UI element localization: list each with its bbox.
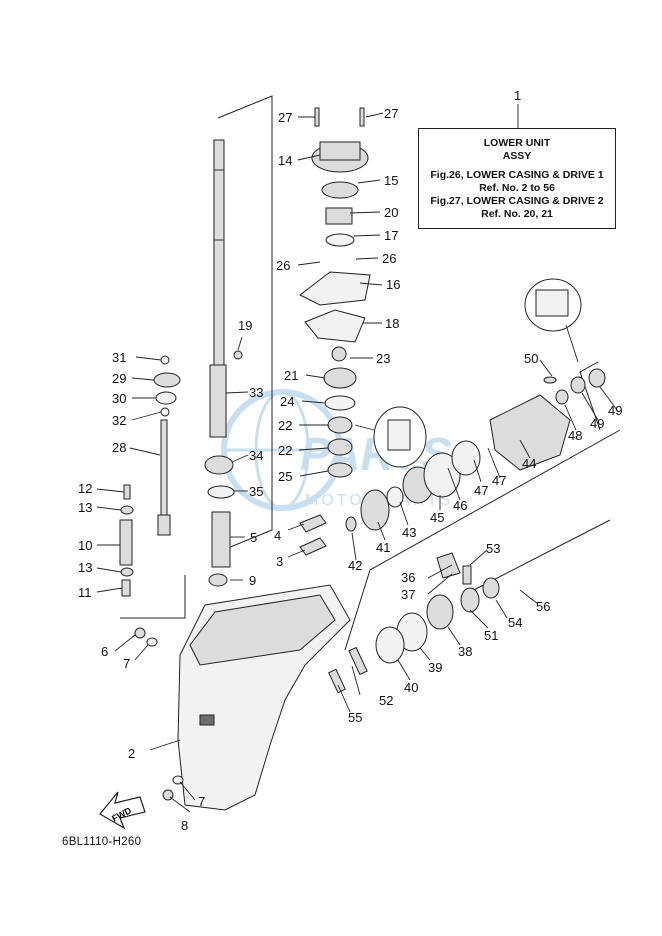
propeller-shaft-gears xyxy=(328,368,611,694)
callout-10: 10 xyxy=(78,538,92,553)
callout-19: 19 xyxy=(238,318,252,333)
lower-casing xyxy=(177,584,351,811)
callout-38: 38 xyxy=(458,644,472,659)
callout-28: 28 xyxy=(112,440,126,455)
callout-22b: 22 xyxy=(278,443,292,458)
frame-line-rod xyxy=(120,575,186,619)
callout-41: 41 xyxy=(376,540,390,555)
callout-6: 6 xyxy=(101,644,108,659)
callout-33: 33 xyxy=(249,385,263,400)
callout-5: 5 xyxy=(250,530,257,545)
water-pump-housing xyxy=(299,107,371,478)
drive-shaft xyxy=(209,139,227,438)
bottom-bolts xyxy=(134,627,184,801)
info-ref1-nums: Ref. No. 2 to 56 xyxy=(479,182,555,194)
callout-4: 4 xyxy=(274,528,281,543)
detail-bubble-gear xyxy=(354,406,427,468)
callout-25: 25 xyxy=(278,469,292,484)
callout-53: 53 xyxy=(486,541,500,556)
callout-20: 20 xyxy=(384,205,398,220)
detail-bubble-housing xyxy=(524,278,582,363)
callout-52: 52 xyxy=(379,693,393,708)
frame-line-propshaft xyxy=(344,429,621,651)
callout-leaders xyxy=(96,104,618,813)
frame-line-housing xyxy=(579,361,601,431)
callout-50: 50 xyxy=(524,351,538,366)
info-title-line1: LOWER UNIT xyxy=(483,137,551,149)
info-ref2-nums: Ref. No. 20, 21 xyxy=(481,208,553,220)
callout-43: 43 xyxy=(402,525,416,540)
fwd-arrow-icon: FWD xyxy=(99,791,146,830)
callout-49b: 49 xyxy=(608,403,622,418)
callout-30: 30 xyxy=(112,391,126,406)
callout-27b: 27 xyxy=(384,106,398,121)
callout-17: 17 xyxy=(384,228,398,243)
callout-8: 8 xyxy=(181,818,188,833)
callout-32: 32 xyxy=(112,413,126,428)
callout-18: 18 xyxy=(385,316,399,331)
callout-36: 36 xyxy=(401,570,415,585)
callout-12: 12 xyxy=(78,481,92,496)
callout-56: 56 xyxy=(536,599,550,614)
callout-46: 46 xyxy=(453,498,467,513)
callout-47: 47 xyxy=(474,483,488,498)
assembly-info-box: LOWER UNIT ASSY Fig.26, LOWER CASING & D… xyxy=(418,128,616,229)
callout-3: 3 xyxy=(276,554,283,569)
callout-13: 13 xyxy=(78,500,92,515)
callout-16: 16 xyxy=(386,277,400,292)
callout-44: 44 xyxy=(522,456,536,471)
callout-34: 34 xyxy=(249,448,263,463)
info-title-line2: ASSY xyxy=(502,150,532,162)
callout-labels: 1 2 3 4 5 6 7 7 8 9 10 11 12 13 13 14 15… xyxy=(78,88,622,833)
callout-42: 42 xyxy=(348,558,362,573)
callout-1: 1 xyxy=(514,88,521,103)
callout-49: 49 xyxy=(590,416,604,431)
callout-15: 15 xyxy=(384,173,398,188)
callout-40: 40 xyxy=(404,680,418,695)
shift-rod-assembly xyxy=(119,355,181,597)
callout-21: 21 xyxy=(284,368,298,383)
callout-48: 48 xyxy=(568,428,582,443)
callout-26b: 26 xyxy=(382,251,396,266)
callout-47b: 47 xyxy=(492,473,506,488)
frame-line-driveshaft xyxy=(217,95,273,553)
callout-31: 31 xyxy=(112,350,126,365)
callout-2: 2 xyxy=(128,746,135,761)
callout-45: 45 xyxy=(430,510,444,525)
callout-35: 35 xyxy=(249,484,263,499)
callout-26: 26 xyxy=(276,258,290,273)
callout-14: 14 xyxy=(278,153,292,168)
callout-27: 27 xyxy=(278,110,292,125)
info-ref2: Fig.27, LOWER CASING & DRIVE 2 xyxy=(430,195,604,207)
center-small-parts xyxy=(204,350,327,587)
callout-29: 29 xyxy=(112,371,126,386)
callout-13b: 13 xyxy=(78,560,92,575)
callout-7b: 7 xyxy=(198,794,205,809)
callout-11: 11 xyxy=(78,585,92,600)
callout-9: 9 xyxy=(249,573,256,588)
callout-39: 39 xyxy=(428,660,442,675)
info-ref1: Fig.26, LOWER CASING & DRIVE 1 xyxy=(430,169,604,181)
callout-7: 7 xyxy=(123,656,130,671)
callout-23: 23 xyxy=(376,351,390,366)
callout-37: 37 xyxy=(401,587,415,602)
callout-55: 55 xyxy=(348,710,362,725)
diagram-code: 6BL1110-H260 xyxy=(62,836,142,848)
callout-51: 51 xyxy=(484,628,498,643)
callout-24: 24 xyxy=(280,394,294,409)
callout-54: 54 xyxy=(508,615,522,630)
callout-22: 22 xyxy=(278,418,292,433)
